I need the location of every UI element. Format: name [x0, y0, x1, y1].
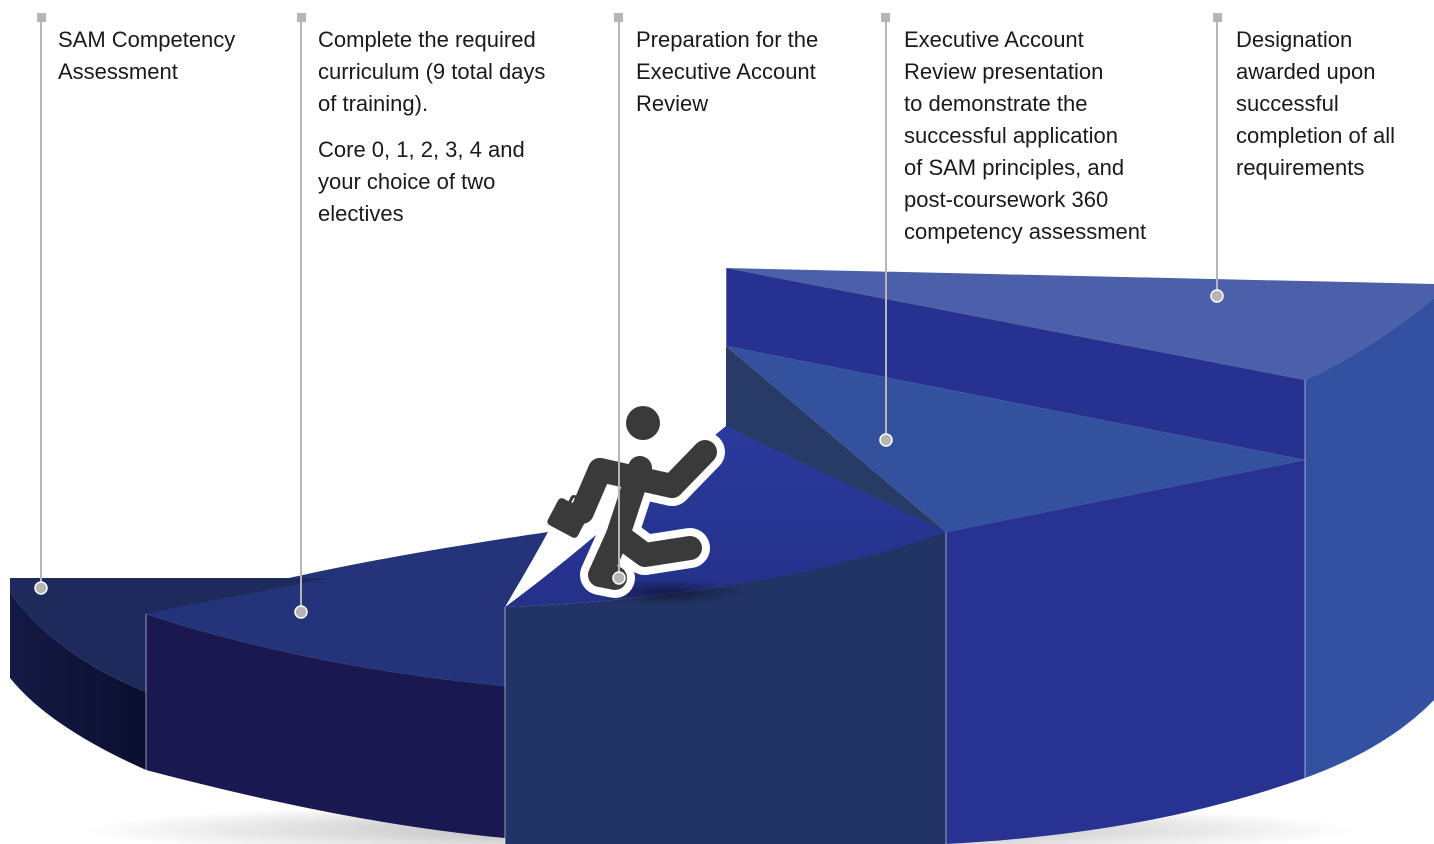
step-2-text: Complete the required curriculum (9 tota… [318, 27, 546, 116]
businessman-climbing-icon [541, 400, 725, 598]
step-1-text: SAM Competency Assessment [58, 27, 236, 84]
connector-5 [1210, 13, 1224, 303]
step-edges [145, 268, 1306, 844]
step-2-top [146, 532, 548, 686]
step-5-top [726, 268, 1434, 380]
step-3-front [505, 532, 946, 844]
step-2-front [146, 614, 505, 838]
step-4-top [726, 346, 1305, 532]
step-1-front [10, 592, 146, 770]
step-1-label: SAM Competency Assessment [58, 24, 278, 88]
step-4-front [946, 460, 1305, 844]
step-2-note: Core 0, 1, 2, 3, 4 and your choice of tw… [318, 137, 525, 226]
step-5-front [726, 268, 1305, 460]
step-5-text: Designation awarded upon successful comp… [1236, 27, 1395, 180]
connector-3 [612, 13, 626, 585]
briefcase-icon [547, 494, 589, 538]
step-5-label: Designation awarded upon successful comp… [1236, 24, 1426, 184]
connector-2 [294, 13, 308, 619]
step-4-text: Executive Account Review presentation to… [904, 27, 1147, 244]
connector-4 [879, 13, 893, 447]
step-4-label: Executive Account Review presentation to… [904, 24, 1204, 248]
step-1-top [10, 578, 330, 692]
connector-1 [34, 13, 48, 595]
step-3-text: Preparation for the Executive Account Re… [636, 27, 819, 116]
step-2-block [146, 532, 548, 838]
step-5-block [726, 268, 1434, 778]
step-2-label: Complete the required curriculum (9 tota… [318, 24, 608, 230]
step-3-label: Preparation for the Executive Account Re… [636, 24, 876, 120]
step-1-block [10, 578, 330, 770]
step-5-side [1305, 298, 1434, 778]
